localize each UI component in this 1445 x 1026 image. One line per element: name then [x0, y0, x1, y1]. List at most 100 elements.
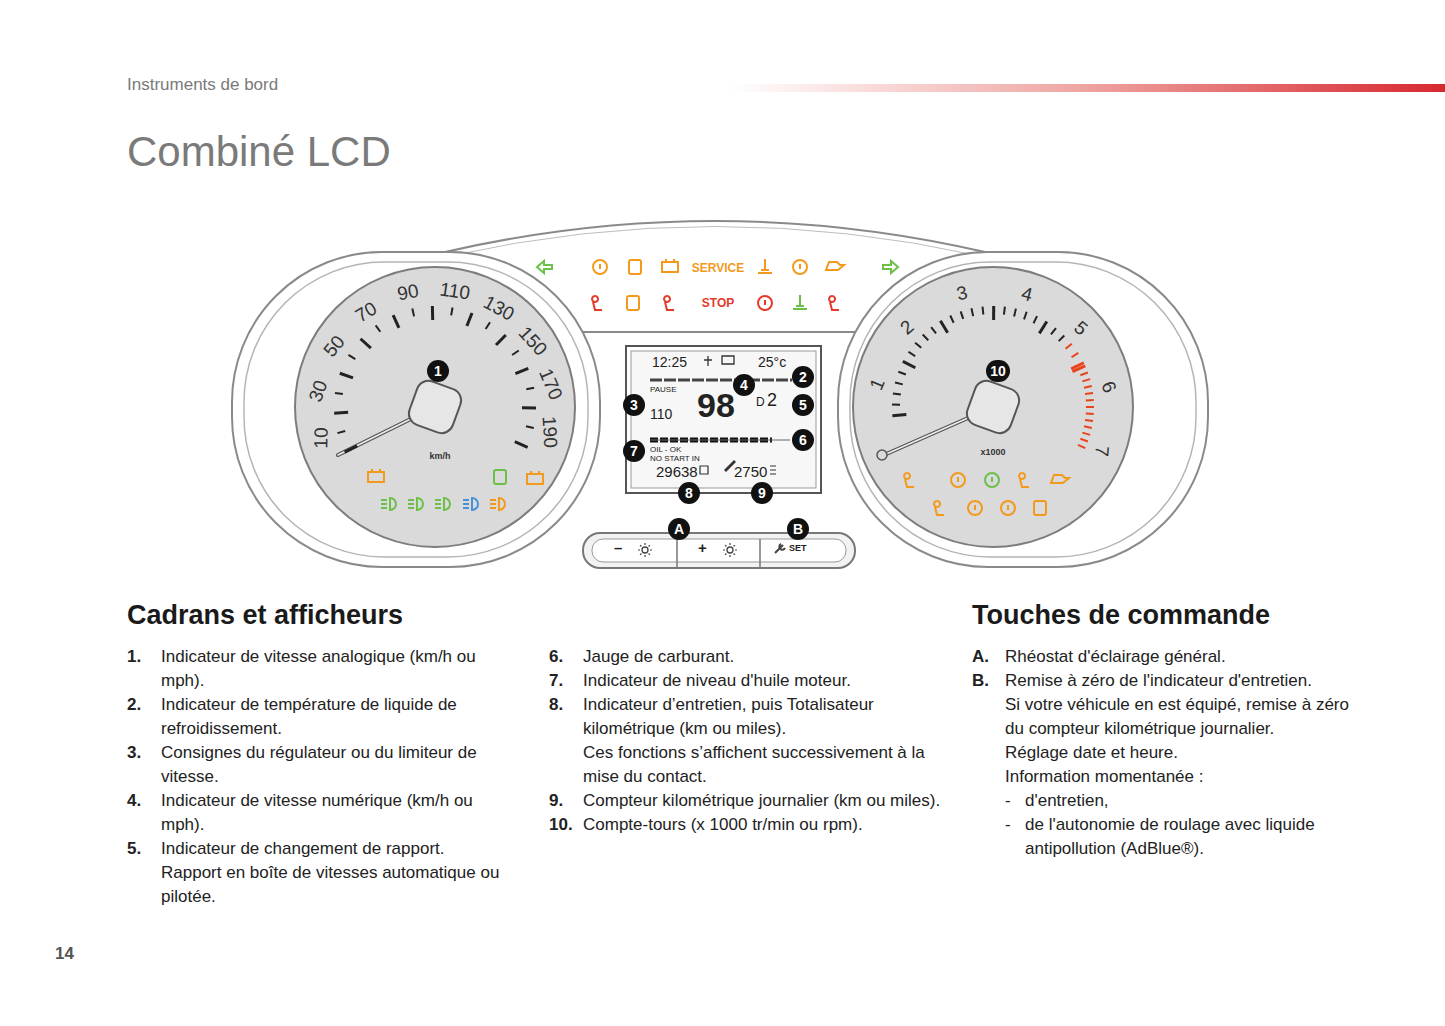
warning-light — [758, 259, 772, 273]
illustration-part — [974, 505, 976, 510]
warning-light — [593, 260, 607, 274]
list-text: Si votre véhicule en est équipé, remise … — [1005, 693, 1350, 741]
illustration-part — [735, 549, 737, 550]
section-heading: Cadrans et afficheurs — [127, 602, 403, 629]
warning-light — [435, 498, 450, 510]
illustration-part — [1034, 316, 1037, 323]
warning-light — [934, 501, 944, 515]
illustration-part — [950, 315, 953, 322]
list-marker: 1. — [127, 645, 161, 693]
warning-light — [664, 296, 674, 310]
illustration-part — [893, 393, 901, 394]
illustration-part — [527, 474, 543, 484]
illustration-part — [649, 545, 650, 546]
list-text-cell: Indicateur de changement de rapport. — [161, 837, 511, 861]
illustration-part — [725, 554, 726, 555]
list-text-cell: Rhéostat d'éclairage général. — [1005, 645, 1350, 669]
illustration-part — [1066, 344, 1072, 349]
illustration-part — [662, 262, 678, 272]
dial-number: 90 — [396, 281, 420, 304]
callout-text: 2 — [799, 370, 807, 384]
illustration-part — [1080, 372, 1088, 375]
callout-text: 9 — [758, 486, 766, 500]
list-text-cell: Indicateur de vitesse numérique (km/h ou… — [161, 789, 511, 837]
illustration-part — [526, 426, 534, 428]
list-text-cell: Consignes du régulateur ou du limiteur d… — [161, 741, 511, 789]
list-row: -de l'autonomie de roulage avec liquide … — [1005, 813, 1350, 861]
illustration-part — [758, 259, 772, 273]
list-text: Indicateur de vitesse analogique (km/h o… — [161, 645, 511, 693]
illustration-part — [650, 379, 792, 382]
callout-number: B — [787, 518, 809, 540]
list-row: 9.Compteur kilométrique journalier (km o… — [549, 789, 948, 813]
list-row: Si votre véhicule en est équipé, remise … — [972, 693, 1350, 741]
illustration-part — [1007, 505, 1009, 510]
illustration-part — [490, 498, 505, 510]
lcd-readout: 25°c — [758, 355, 786, 369]
illustration-part — [1001, 501, 1015, 515]
illustration-part — [371, 469, 381, 471]
callout-text: 6 — [799, 433, 807, 447]
illustration-part — [1078, 445, 1085, 448]
illustration-part — [1003, 307, 1006, 315]
illustration-part — [626, 346, 821, 493]
list-number: 9. — [549, 789, 583, 813]
list-text: Information momentanée : — [1005, 765, 1350, 789]
list-marker: 8. — [549, 693, 583, 741]
list-text: Consignes du régulateur ou du limiteur d… — [161, 741, 511, 789]
sun-symbol — [638, 543, 652, 557]
illustration-part — [512, 351, 519, 355]
illustration-part — [908, 352, 915, 356]
illustration-part — [381, 498, 396, 510]
warning-text: SERVICE — [692, 262, 744, 274]
warning-light — [494, 470, 506, 484]
illustration-part — [665, 259, 675, 261]
illustration-part — [1082, 433, 1090, 435]
callout-number: 4 — [733, 374, 755, 396]
warning-light — [662, 260, 678, 272]
warning-light — [490, 498, 505, 510]
list-number: 6. — [549, 645, 583, 669]
illustration-part — [526, 388, 534, 390]
illustration-part — [1014, 309, 1016, 317]
list-text-cell: Compteur kilométrique journalier (km ou … — [583, 789, 948, 813]
illustration-part — [494, 470, 506, 484]
illustration-part — [486, 322, 490, 329]
list-number: 1. — [127, 645, 161, 669]
list-row: 4.Indicateur de vitesse numérique (km/h … — [127, 789, 511, 837]
illustration-part — [971, 308, 973, 316]
list-text-cell: Indicateur de température de liquide de … — [161, 693, 511, 741]
callout-text: A — [674, 522, 684, 536]
illustration-part — [295, 267, 575, 547]
list-number: 3. — [127, 741, 161, 765]
list-text-cell: Indicateur d’entretien, puis Totalisateu… — [583, 693, 948, 741]
illustration-part — [775, 544, 785, 553]
lcd-readout: 98 — [697, 388, 735, 422]
list-text-cell: Réglage date et heure. — [1005, 741, 1350, 765]
warning-light — [463, 498, 478, 510]
illustration-part — [1086, 399, 1094, 402]
illustration-part — [644, 543, 645, 545]
list-text: Rhéostat d'éclairage général. — [1005, 645, 1350, 669]
illustration-part — [758, 296, 772, 310]
dial-unit: km/h — [429, 452, 450, 461]
list-marker: 5. — [127, 837, 161, 861]
warning-light — [793, 295, 807, 309]
illustration-part — [892, 415, 906, 416]
illustration-part — [348, 355, 355, 359]
warning-light — [968, 501, 982, 515]
illustration-part — [431, 306, 434, 320]
section-heading: Touches de commande — [972, 602, 1270, 629]
warning-light — [1034, 501, 1046, 515]
text-column: 1.Indicateur de vitesse analogique (km/h… — [127, 645, 511, 909]
illustration-part — [435, 498, 450, 510]
list-text: Indicateur de température de liquide de … — [161, 693, 511, 741]
illustration-part — [923, 334, 929, 340]
illustration-part — [850, 262, 1196, 557]
list-row: Information momentanée : — [972, 765, 1350, 789]
list-row: 6.Jauge de carburant. — [549, 645, 948, 669]
callout-number: 6 — [792, 429, 814, 451]
illustration-part — [593, 260, 607, 274]
list-marker — [972, 741, 1005, 765]
text-column: A.Rhéostat d'éclairage général.B.Remise … — [972, 645, 1350, 861]
